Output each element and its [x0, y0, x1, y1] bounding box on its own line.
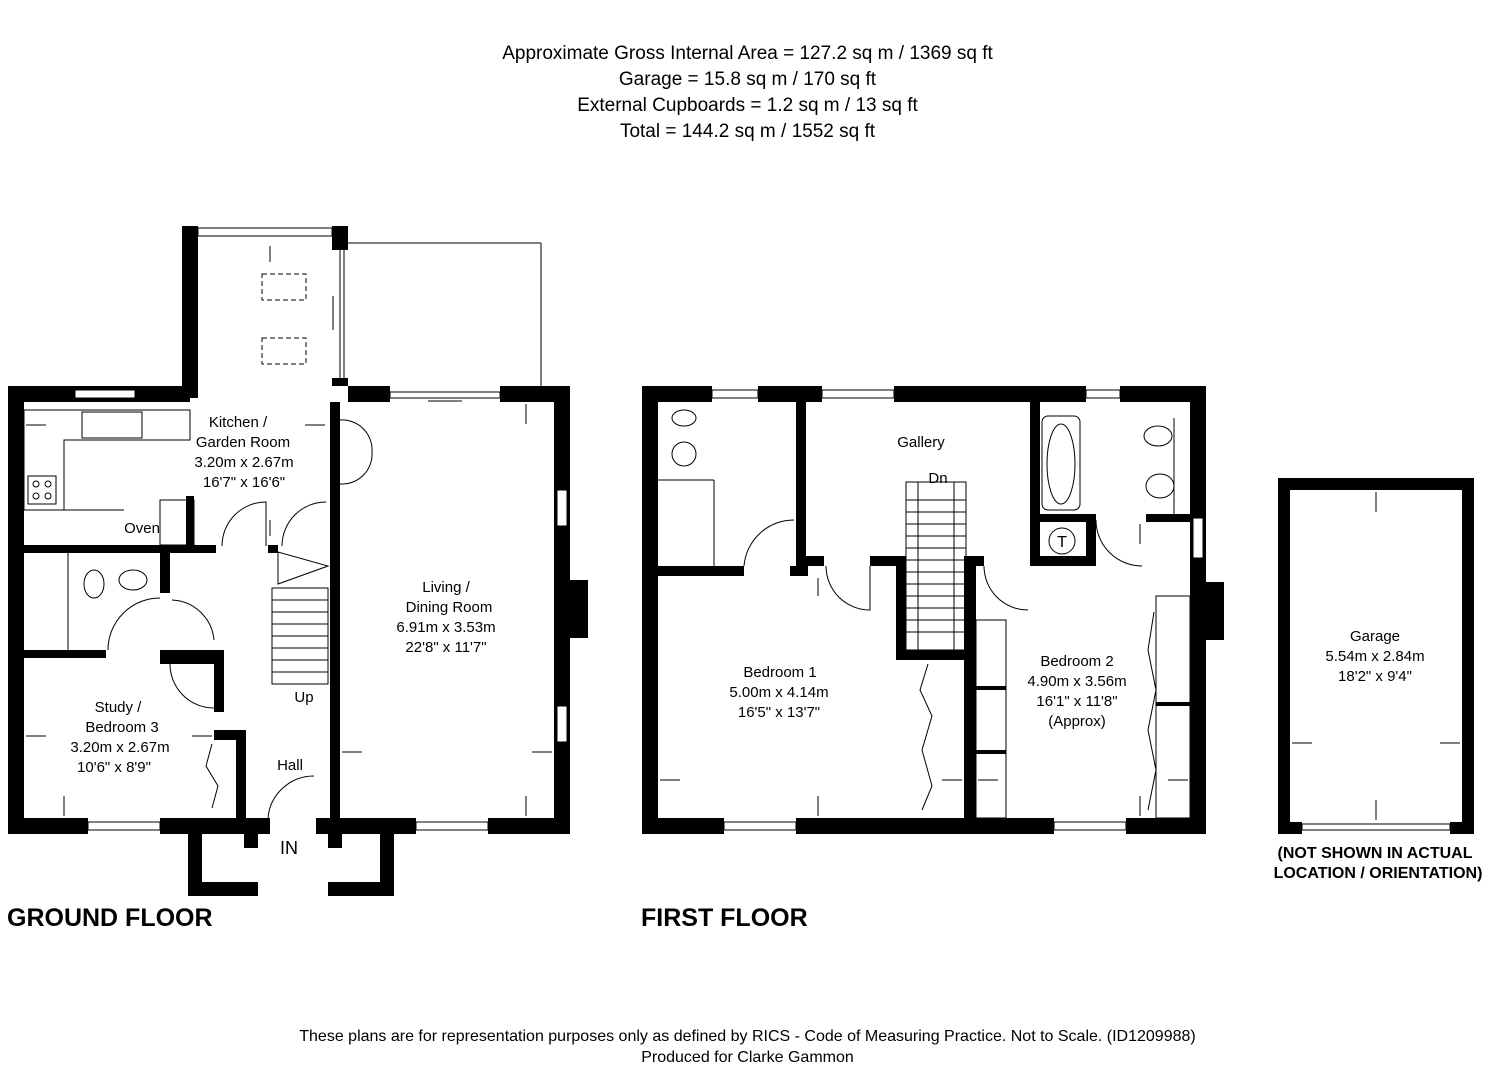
living-dim-imperial: 22'8" x 11'7" — [405, 639, 486, 656]
garage-label: Garage — [1350, 628, 1400, 645]
ground-floor-plan: Kitchen / Garden Room 3.20m x 2.67m 16'7… — [8, 226, 588, 896]
disclaimer: These plans are for representation purpo… — [0, 1026, 1495, 1068]
bedroom1-label: Bedroom 1 — [743, 664, 816, 681]
bedroom2-approx: (Approx) — [1048, 713, 1106, 730]
disclaimer-line1: These plans are for representation purpo… — [299, 1028, 1196, 1045]
kitchen-dim-metric: 3.20m x 2.67m — [194, 454, 293, 471]
study-label-2: Bedroom 3 — [85, 719, 158, 736]
kitchen-label-2: Garden Room — [196, 434, 290, 451]
kitchen-dim-imperial: 16'7" x 16'6" — [203, 474, 285, 491]
tank-label: T — [1057, 534, 1067, 551]
external-cupboards-area: External Cupboards = 1.2 sq m / 13 sq ft — [577, 95, 918, 116]
bedroom1-dim-imperial: 16'5" x 13'7" — [738, 704, 820, 721]
bedroom2-dim-metric: 4.90m x 3.56m — [1027, 673, 1126, 690]
entrance-label: IN — [280, 838, 298, 858]
study-dim-metric: 3.20m x 2.67m — [70, 739, 169, 756]
garage-dim-imperial: 18'2" x 9'4" — [1338, 668, 1412, 685]
first-floor-title: FIRST FLOOR — [641, 904, 808, 932]
hall-label: Hall — [277, 757, 303, 774]
kitchen-label-1: Kitchen / — [209, 414, 268, 431]
garage-dim-metric: 5.54m x 2.84m — [1325, 648, 1424, 665]
garage-note-line2: LOCATION / ORIENTATION) — [1274, 865, 1483, 882]
bedroom1-dim-metric: 5.00m x 4.14m — [729, 684, 828, 701]
garage-plan: Garage 5.54m x 2.84m 18'2" x 9'4" (NOT S… — [1274, 478, 1483, 882]
garage-note-line1: (NOT SHOWN IN ACTUAL — [1278, 845, 1473, 862]
stairs-down-label: Dn — [928, 470, 947, 487]
ground-floor-title: GROUND FLOOR — [7, 904, 213, 932]
bedroom2-dim-imperial: 16'1" x 11'8" — [1036, 693, 1117, 710]
disclaimer-line2: Produced for Clarke Gammon — [641, 1049, 854, 1066]
living-label-2: Dining Room — [406, 599, 493, 616]
study-dim-imperial: 10'6" x 8'9" — [77, 759, 151, 776]
first-floor-plan: T Gallery — [642, 386, 1224, 834]
gross-internal-area: Approximate Gross Internal Area = 127.2 … — [502, 43, 993, 64]
living-dim-metric: 6.91m x 3.53m — [396, 619, 495, 636]
total-area: Total = 144.2 sq m / 1552 sq ft — [619, 121, 876, 142]
oven-label: Oven — [124, 520, 160, 537]
study-label-1: Study / — [95, 699, 143, 716]
stairs-up-label: Up — [294, 689, 313, 706]
gallery-label: Gallery — [897, 434, 945, 451]
area-summary: Approximate Gross Internal Area = 127.2 … — [0, 41, 1495, 145]
living-label-1: Living / — [422, 579, 470, 596]
garage-area: Garage = 15.8 sq m / 170 sq ft — [618, 69, 877, 90]
bedroom2-label: Bedroom 2 — [1040, 653, 1113, 670]
